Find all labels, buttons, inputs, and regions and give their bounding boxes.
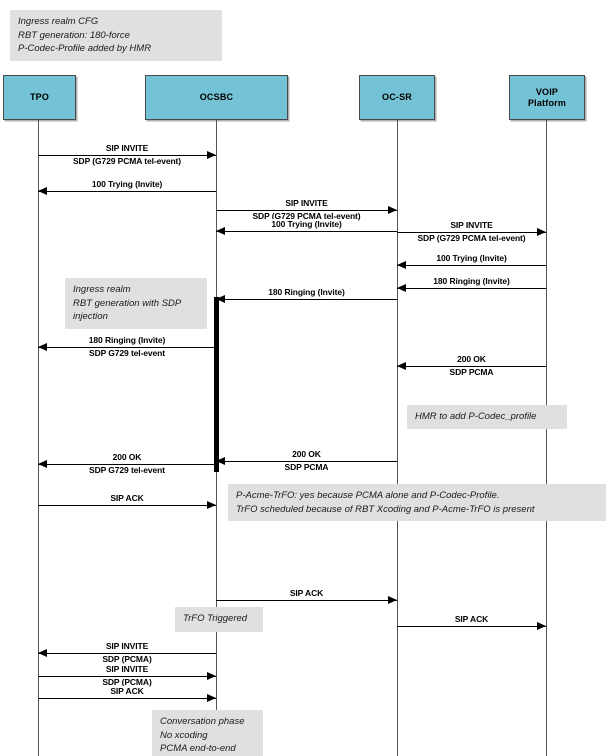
note-trfo-reason: P-Acme-TrFO: yes because PCMA alone and … — [228, 484, 606, 521]
message-line-m8 — [216, 299, 397, 300]
actor-box-ocsr[interactable]: OC-SR — [359, 75, 435, 120]
message-label-above-m15: SIP ACK — [452, 614, 491, 624]
message-label-above-wrap-m10: 200 OK — [322, 354, 613, 365]
message-label-below-wrap-m17: SDP (PCMA) — [0, 677, 277, 688]
message-label-above-m8: 180 Ringing (Invite) — [266, 287, 347, 297]
message-label-above-m1: SIP INVITE — [103, 143, 151, 153]
message-line-m3 — [216, 210, 397, 211]
message-label-below-m5: SDP (G729 PCMA tel-event) — [415, 233, 528, 243]
arrowhead-right-icon — [388, 206, 397, 214]
message-line-m12 — [38, 464, 216, 465]
message-label-below-wrap-m16: SDP (PCMA) — [0, 654, 277, 665]
message-line-m4 — [216, 231, 397, 232]
message-label-below-wrap-m9: SDP G729 tel-event — [0, 348, 277, 359]
message-label-above-wrap-m15: SIP ACK — [322, 614, 613, 625]
note-ingress-cfg: Ingress realm CFG RBT generation: 180-fo… — [10, 10, 222, 61]
message-label-above-wrap-m17: SIP INVITE — [0, 664, 277, 675]
actor-label-tpo: TPO — [29, 92, 50, 102]
message-line-m13 — [38, 505, 216, 506]
message-label-above-m12: 200 OK — [110, 452, 144, 462]
note-conversation-phase: Conversation phase No xcoding PCMA end-t… — [152, 710, 263, 756]
arrowhead-left-icon — [397, 261, 406, 269]
arrowhead-left-icon — [216, 457, 225, 465]
lifeline-voip — [546, 120, 547, 756]
message-label-above-m17: SIP INVITE — [103, 664, 151, 674]
message-label-below-m16: SDP (PCMA) — [100, 654, 154, 664]
message-label-above-wrap-m6: 100 Trying (Invite) — [322, 253, 613, 264]
arrowhead-left-icon — [38, 460, 47, 468]
arrowhead-right-icon — [207, 672, 216, 680]
arrowhead-left-icon — [216, 227, 225, 235]
message-line-m9 — [38, 347, 216, 348]
message-label-below-m12: SDP G729 tel-event — [87, 465, 167, 475]
ocsbc-activation — [214, 297, 219, 472]
message-label-above-m13: SIP ACK — [108, 493, 146, 503]
message-line-m7 — [397, 288, 546, 289]
arrowhead-right-icon — [537, 228, 546, 236]
lifeline-ocsr — [397, 120, 398, 756]
message-line-m14 — [216, 600, 397, 601]
message-label-below-wrap-m3: SDP (G729 PCMA tel-event) — [157, 211, 457, 222]
message-label-below-wrap-m5: SDP (G729 PCMA tel-event) — [322, 233, 613, 244]
message-label-above-m9: 180 Ringing (Invite) — [86, 335, 168, 345]
message-label-below-m11: SDP PCMA — [282, 462, 331, 472]
message-line-m2 — [38, 191, 216, 192]
message-line-m18 — [38, 698, 216, 699]
message-label-above-m2: 100 Trying (Invite) — [89, 179, 165, 189]
message-label-below-wrap-m11: SDP PCMA — [157, 462, 457, 473]
note-trfo-triggered: TrFO Triggered — [175, 607, 263, 632]
actor-label-voip: VOIP Platform — [527, 86, 567, 108]
message-label-below-m1: SDP (G729 PCMA tel-event) — [70, 156, 184, 166]
arrowhead-left-icon — [397, 362, 406, 370]
message-label-above-m3: SIP INVITE — [283, 198, 330, 208]
message-label-below-m9: SDP G729 tel-event — [87, 348, 167, 358]
arrowhead-left-icon — [38, 187, 47, 195]
message-label-below-wrap-m1: SDP (G729 PCMA tel-event) — [0, 156, 277, 167]
message-label-above-m6: 100 Trying (Invite) — [434, 253, 509, 263]
arrowhead-right-icon — [537, 622, 546, 630]
arrowhead-left-icon — [397, 284, 406, 292]
lifeline-tpo — [38, 120, 39, 756]
message-line-m11 — [216, 461, 397, 462]
message-label-below-wrap-m10: SDP PCMA — [322, 367, 613, 378]
note-hmr-codec: HMR to add P-Codec_profile — [407, 405, 567, 429]
message-label-above-m7: 180 Ringing (Invite) — [431, 276, 512, 286]
arrowhead-right-icon — [207, 501, 216, 509]
arrowhead-left-icon — [38, 343, 47, 351]
note-rbt-generation: Ingress realm RBT generation with SDP in… — [65, 278, 207, 329]
message-label-below-m17: SDP (PCMA) — [100, 677, 154, 687]
message-line-m17 — [38, 676, 216, 677]
actor-box-ocsbc[interactable]: OCSBC — [145, 75, 288, 120]
message-line-m15 — [397, 626, 546, 627]
message-label-below-m3: SDP (G729 PCMA tel-event) — [250, 211, 363, 221]
message-label-above-wrap-m3: SIP INVITE — [157, 198, 457, 209]
message-label-above-m14: SIP ACK — [287, 588, 326, 598]
actor-label-ocsr: OC-SR — [382, 92, 412, 102]
message-line-m10 — [397, 366, 546, 367]
message-label-below-wrap-m12: SDP G729 tel-event — [0, 465, 277, 476]
message-line-m6 — [397, 265, 546, 266]
message-line-m1 — [38, 155, 216, 156]
arrowhead-right-icon — [388, 596, 397, 604]
message-label-above-m10: 200 OK — [455, 354, 488, 364]
arrowhead-right-icon — [207, 151, 216, 159]
message-line-m16 — [38, 653, 216, 654]
actor-box-tpo[interactable]: TPO — [3, 75, 76, 120]
message-label-above-m16: SIP INVITE — [103, 641, 151, 651]
actor-label-ocsbc: OCSBC — [199, 92, 234, 102]
arrowhead-right-icon — [207, 694, 216, 702]
message-label-above-wrap-m11: 200 OK — [157, 449, 457, 460]
message-label-below-m10: SDP PCMA — [447, 367, 496, 377]
actor-box-voip[interactable]: VOIP Platform — [509, 75, 585, 120]
message-label-above-wrap-m1: SIP INVITE — [0, 143, 277, 154]
message-label-above-wrap-m7: 180 Ringing (Invite) — [322, 276, 613, 287]
message-label-above-wrap-m14: SIP ACK — [157, 588, 457, 599]
arrowhead-left-icon — [38, 649, 47, 657]
message-line-m5 — [397, 232, 546, 233]
arrowhead-left-icon — [216, 295, 225, 303]
message-label-above-m11: 200 OK — [290, 449, 323, 459]
